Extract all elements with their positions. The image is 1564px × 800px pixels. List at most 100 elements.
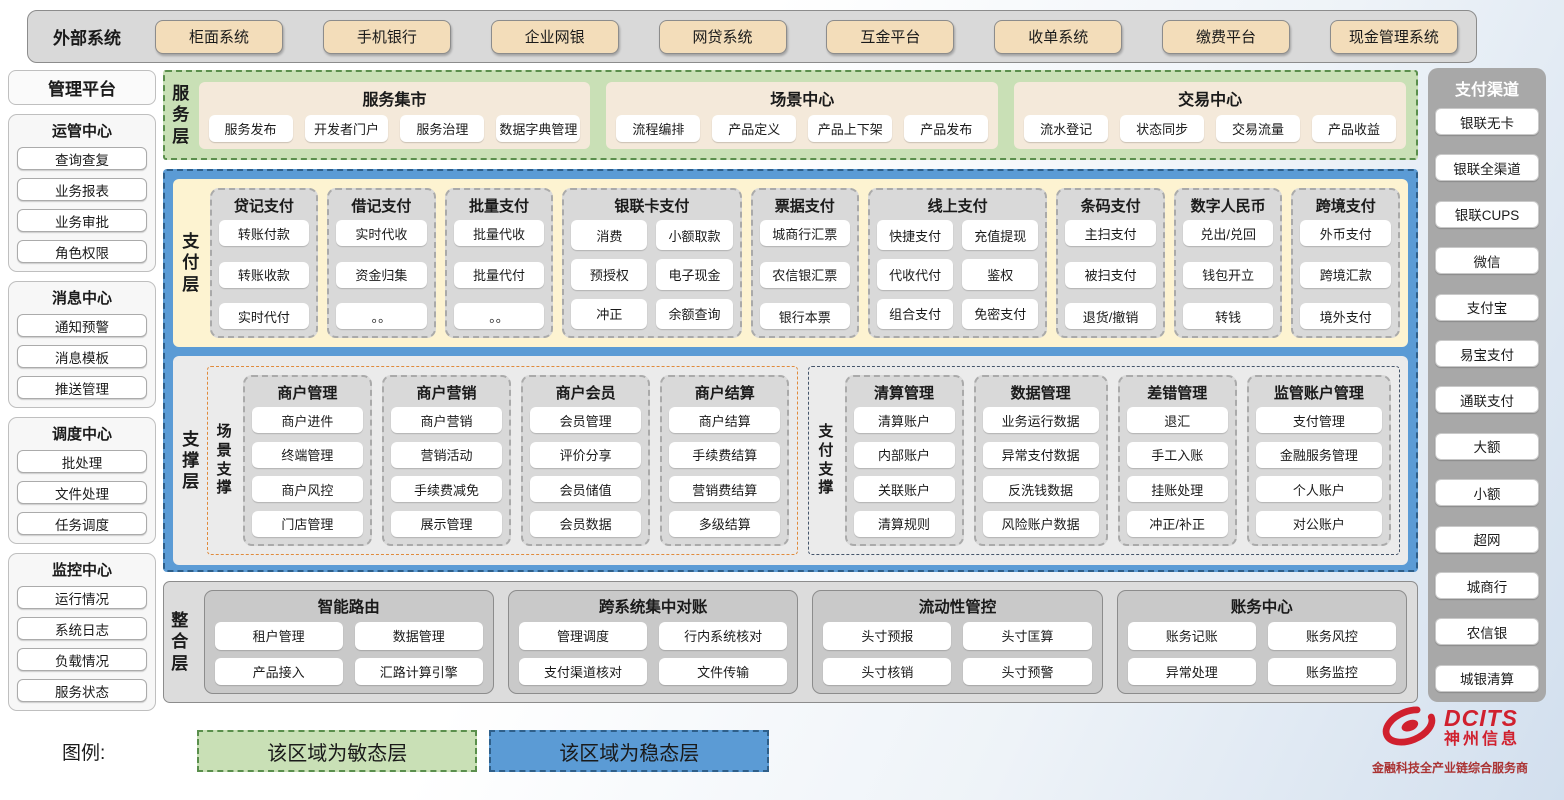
payment-item-button[interactable]: 兑出/兑回: [1182, 220, 1274, 246]
external-system-button[interactable]: 柜面系统: [155, 19, 283, 54]
mgmt-button[interactable]: 运行情况: [17, 586, 147, 609]
service-item-button[interactable]: 产品收益: [1312, 114, 1396, 142]
payment-item-button[interactable]: 批量代付: [453, 261, 545, 288]
support-item-button[interactable]: 反洗钱数据: [982, 476, 1099, 503]
support-item-button[interactable]: 会员管理: [530, 407, 642, 433]
integration-item-button[interactable]: 行内系统核对: [659, 622, 788, 650]
payment-item-button[interactable]: 跨境汇款: [1300, 261, 1392, 288]
service-item-button[interactable]: 数据字典管理: [496, 114, 581, 142]
support-item-button[interactable]: 评价分享: [530, 441, 642, 468]
channel-button[interactable]: 通联支付: [1435, 386, 1539, 414]
integration-item-button[interactable]: 头寸匡算: [963, 622, 1092, 650]
integration-item-button[interactable]: 文件传输: [659, 657, 788, 685]
support-item-button[interactable]: 多级结算: [669, 510, 781, 537]
payment-item-button[interactable]: 。。: [336, 303, 427, 329]
support-item-button[interactable]: 商户结算: [669, 407, 781, 433]
payment-item-button[interactable]: 消费: [571, 220, 648, 251]
payment-item-button[interactable]: 钱包开立: [1182, 261, 1274, 288]
mgmt-button[interactable]: 业务报表: [17, 178, 147, 201]
integration-item-button[interactable]: 汇路计算引擎: [354, 657, 483, 685]
payment-item-button[interactable]: 充值提现: [962, 220, 1039, 251]
mgmt-button[interactable]: 服务状态: [17, 679, 147, 702]
integration-item-button[interactable]: 头寸核销: [823, 657, 952, 685]
integration-item-button[interactable]: 支付渠道核对: [518, 657, 648, 685]
support-item-button[interactable]: 营销费结算: [669, 476, 781, 503]
support-item-button[interactable]: 个人账户: [1255, 476, 1383, 503]
payment-item-button[interactable]: 实时代收: [336, 220, 427, 246]
payment-item-button[interactable]: 小额取款: [656, 220, 733, 251]
external-system-button[interactable]: 缴费平台: [1162, 19, 1291, 54]
integration-item-button[interactable]: 账务记账: [1127, 622, 1256, 650]
channel-button[interactable]: 农信银: [1435, 618, 1539, 646]
service-item-button[interactable]: 开发者门户: [304, 114, 389, 142]
mgmt-button[interactable]: 文件处理: [17, 481, 147, 504]
support-item-button[interactable]: 手续费减免: [390, 476, 503, 503]
payment-item-button[interactable]: 实时代付: [218, 303, 310, 329]
service-item-button[interactable]: 状态同步: [1120, 114, 1205, 142]
integration-item-button[interactable]: 头寸预警: [963, 657, 1092, 685]
support-item-button[interactable]: 商户营销: [390, 407, 503, 433]
support-item-button[interactable]: 清算规则: [853, 510, 955, 537]
mgmt-button[interactable]: 负载情况: [17, 648, 147, 671]
service-item-button[interactable]: 产品上下架: [808, 114, 893, 142]
payment-item-button[interactable]: 外币支付: [1300, 220, 1392, 246]
payment-item-button[interactable]: 电子现金: [656, 259, 733, 290]
service-item-button[interactable]: 流水登记: [1024, 114, 1109, 142]
mgmt-button[interactable]: 系统日志: [17, 617, 147, 640]
payment-item-button[interactable]: 冲正: [571, 298, 648, 329]
support-item-button[interactable]: 手续费结算: [669, 441, 781, 468]
support-item-button[interactable]: 支付管理: [1255, 407, 1383, 433]
payment-item-button[interactable]: 预授权: [571, 259, 648, 290]
support-item-button[interactable]: 展示管理: [390, 510, 503, 537]
external-system-button[interactable]: 互金平台: [826, 19, 955, 54]
channel-button[interactable]: 银联全渠道: [1435, 154, 1539, 182]
payment-item-button[interactable]: 境外支付: [1300, 303, 1392, 329]
support-item-button[interactable]: 终端管理: [251, 441, 363, 468]
service-item-button[interactable]: 交易流量: [1216, 114, 1301, 142]
support-item-button[interactable]: 异常支付数据: [982, 441, 1099, 468]
mgmt-button[interactable]: 任务调度: [17, 512, 147, 535]
support-item-button[interactable]: 门店管理: [251, 510, 363, 537]
integration-item-button[interactable]: 租户管理: [214, 622, 343, 650]
channel-button[interactable]: 城商行: [1435, 572, 1539, 600]
support-item-button[interactable]: 清算账户: [853, 407, 955, 433]
service-item-button[interactable]: 流程编排: [616, 114, 701, 142]
mgmt-button[interactable]: 推送管理: [17, 376, 147, 399]
support-item-button[interactable]: 营销活动: [390, 441, 503, 468]
support-item-button[interactable]: 会员储值: [530, 476, 642, 503]
support-item-button[interactable]: 冲正/补正: [1126, 510, 1228, 537]
payment-item-button[interactable]: 余额查询: [656, 298, 733, 329]
channel-button[interactable]: 城银清算: [1435, 664, 1539, 692]
payment-item-button[interactable]: 。。: [453, 303, 545, 329]
mgmt-button[interactable]: 角色权限: [17, 240, 147, 263]
payment-item-button[interactable]: 免密支付: [962, 298, 1039, 329]
channel-button[interactable]: 大额: [1435, 432, 1539, 460]
payment-item-button[interactable]: 批量代收: [453, 220, 545, 246]
payment-item-button[interactable]: 农信银汇票: [759, 261, 851, 288]
mgmt-button[interactable]: 通知预警: [17, 314, 147, 337]
payment-item-button[interactable]: 快捷支付: [877, 220, 954, 251]
channel-button[interactable]: 银联无卡: [1435, 108, 1539, 135]
integration-item-button[interactable]: 账务监控: [1267, 657, 1396, 685]
support-item-button[interactable]: 业务运行数据: [982, 407, 1099, 433]
payment-item-button[interactable]: 转钱: [1182, 303, 1274, 329]
support-item-button[interactable]: 关联账户: [853, 476, 955, 503]
support-item-button[interactable]: 挂账处理: [1126, 476, 1228, 503]
channel-button[interactable]: 支付宝: [1435, 293, 1539, 321]
payment-item-button[interactable]: 组合支付: [877, 298, 954, 329]
external-system-button[interactable]: 企业网银: [490, 19, 619, 54]
support-item-button[interactable]: 会员数据: [530, 510, 642, 537]
integration-item-button[interactable]: 产品接入: [214, 657, 343, 685]
channel-button[interactable]: 微信: [1435, 247, 1539, 275]
channel-button[interactable]: 小额: [1435, 479, 1539, 507]
mgmt-button[interactable]: 批处理: [17, 450, 147, 473]
integration-item-button[interactable]: 管理调度: [518, 622, 648, 650]
payment-item-button[interactable]: 转账收款: [218, 261, 310, 288]
integration-item-button[interactable]: 账务风控: [1267, 622, 1396, 650]
channel-button[interactable]: 超网: [1435, 525, 1539, 553]
payment-item-button[interactable]: 主扫支付: [1065, 220, 1156, 246]
service-item-button[interactable]: 产品定义: [712, 114, 797, 142]
payment-item-button[interactable]: 鉴权: [962, 259, 1039, 290]
external-system-button[interactable]: 网贷系统: [658, 19, 787, 54]
external-system-button[interactable]: 手机银行: [322, 19, 451, 54]
